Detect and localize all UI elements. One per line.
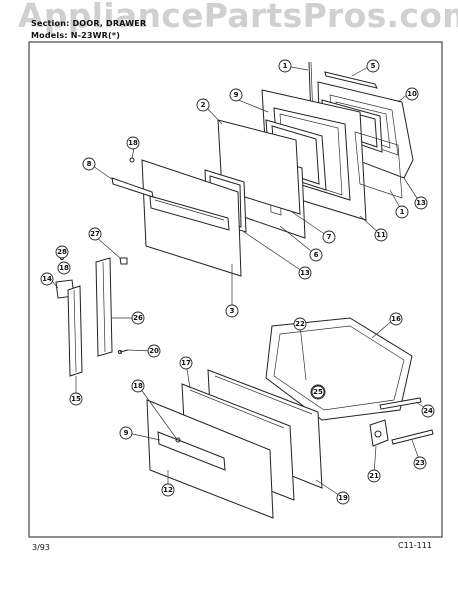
callout-14: 14 [40,272,54,286]
callouts: 1 5 10 9 2 18 8 13 1 11 7 6 13 3 27 28 1… [40,59,435,505]
side-trim-parts [55,255,129,377]
callout-9-top: 9 [229,88,243,102]
svg-text:11: 11 [376,231,386,239]
svg-text:8: 8 [87,160,92,168]
part-21-bracket [369,419,389,447]
part-25-hole [310,384,326,400]
callout-13-right: 13 [414,196,428,210]
callout-27: 27 [88,227,102,241]
callout-15: 15 [69,392,83,406]
svg-text:5: 5 [371,62,376,70]
part-12-drawer-front [146,399,274,519]
callout-24: 24 [421,404,435,418]
callout-22: 22 [293,317,307,331]
svg-text:21: 21 [369,472,379,480]
callout-8: 8 [82,157,96,171]
svg-text:18: 18 [133,382,143,390]
callout-25: 25 [311,385,325,399]
svg-text:20: 20 [149,347,159,355]
part-16-drawer-body [265,317,413,421]
part-5-strip [324,71,378,89]
callout-18-top: 18 [126,136,140,150]
callout-16: 16 [389,312,403,326]
svg-text:15: 15 [71,395,81,403]
svg-text:3: 3 [230,307,235,315]
part-8-handle [111,177,154,198]
drawer-assembly [146,317,434,519]
callout-18-bottom: 18 [131,379,145,393]
svg-text:13: 13 [416,199,426,207]
svg-text:1: 1 [400,208,405,216]
callout-6: 6 [309,248,323,262]
svg-text:9: 9 [234,91,239,99]
part-18-screw [129,157,135,163]
svg-text:22: 22 [295,320,305,328]
callout-2: 2 [196,98,210,112]
svg-text:9: 9 [124,429,129,437]
callout-18-left: 18 [57,261,71,275]
models-title: Models: N-23WR(*) [31,31,121,40]
callout-4: 1 [278,59,292,73]
callout-12: 12 [161,483,175,497]
svg-text:7: 7 [327,233,332,241]
oven-door-assembly [111,61,414,277]
callout-21: 21 [367,469,381,483]
callout-19: 19 [336,491,350,505]
callout-26: 26 [131,311,145,325]
svg-text:13: 13 [300,269,310,277]
svg-text:24: 24 [423,407,433,415]
svg-text:12: 12 [163,486,173,494]
svg-text:6: 6 [314,251,319,259]
svg-text:10: 10 [407,90,417,98]
svg-text:1: 1 [283,62,288,70]
svg-text:27: 27 [90,230,100,238]
callout-7: 7 [322,230,336,244]
callout-28: 28 [55,245,69,259]
callout-11: 11 [374,228,388,242]
callout-5: 5 [366,59,380,73]
svg-text:18: 18 [59,264,69,272]
callout-23: 23 [413,456,427,470]
svg-text:14: 14 [42,275,52,283]
svg-text:17: 17 [181,359,191,367]
part-24-slide [379,397,422,410]
svg-text:18: 18 [128,139,138,147]
callout-1: 1 [395,205,409,219]
watermark: AppliancePartsPros.com [18,0,458,35]
section-title: Section: DOOR, DRAWER [31,19,147,28]
outer-door-panel [141,159,242,277]
part-1-rail [354,131,403,199]
svg-text:28: 28 [57,248,67,256]
callout-3: 3 [225,304,239,318]
callout-20: 20 [147,344,161,358]
svg-text:16: 16 [391,315,401,323]
part-23-slide [391,429,434,445]
svg-text:19: 19 [338,494,348,502]
callout-13-mid: 13 [298,266,312,280]
part-27-clip [119,257,128,265]
svg-text:23: 23 [415,459,425,467]
svg-text:25: 25 [313,388,323,396]
footer-date: 3/93 [32,543,50,552]
svg-text:2: 2 [201,101,206,109]
callout-17: 17 [179,356,193,370]
svg-text:26: 26 [133,314,143,322]
footer-code: C11-111 [398,541,432,550]
callout-9-bottom: 9 [119,426,133,440]
callout-10: 10 [405,87,419,101]
